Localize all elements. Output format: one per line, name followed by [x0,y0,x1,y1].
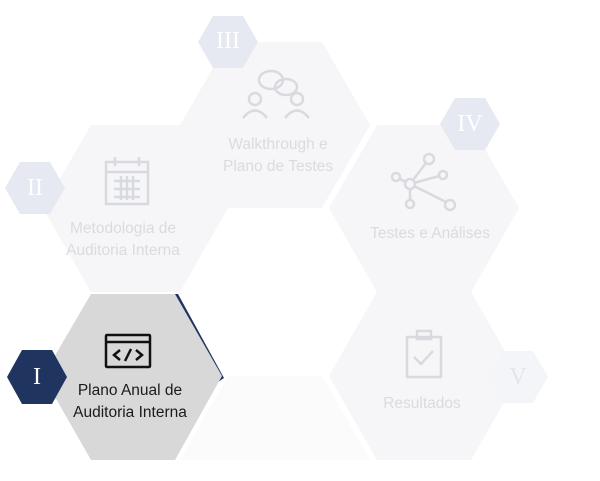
stage-iv-hexagon [329,125,519,292]
stage-i-numeral: I [33,364,41,390]
clipboard-check-icon [405,329,443,379]
stage-v-label: Resultados [383,395,461,412]
stage-iii-label: Walkthrough e Plano de Testes [222,136,333,175]
stage-iv-numeral: IV [457,111,483,137]
stage-ii-label: Metodologia de Auditoria Interna [66,220,180,259]
stage-ii-numeral: II [27,175,43,201]
network-nodes-icon [390,152,457,212]
stage-i-badge [7,350,67,404]
center-hexagon [180,208,370,376]
people-chat-icon [242,69,310,119]
stage-iii-badge [198,16,258,68]
calendar-icon [104,157,150,206]
stage-iii-numeral: III [216,28,240,54]
code-window-icon [104,333,152,369]
stage-iv-badge [440,98,500,150]
stage-v-badge [488,351,548,403]
stage-i-label: Plano Anual de Auditoria Interna [73,382,187,421]
stage-i-hexagon [43,294,222,460]
stage-iii-hexagon [180,42,370,208]
stage-iv-label: Testes e Análises [370,225,490,242]
bottom-center-hexagon [180,376,370,460]
stage-ii-hexagon [43,125,233,292]
stage-ii-badge [5,162,65,214]
stage-v-numeral: V [509,364,527,390]
